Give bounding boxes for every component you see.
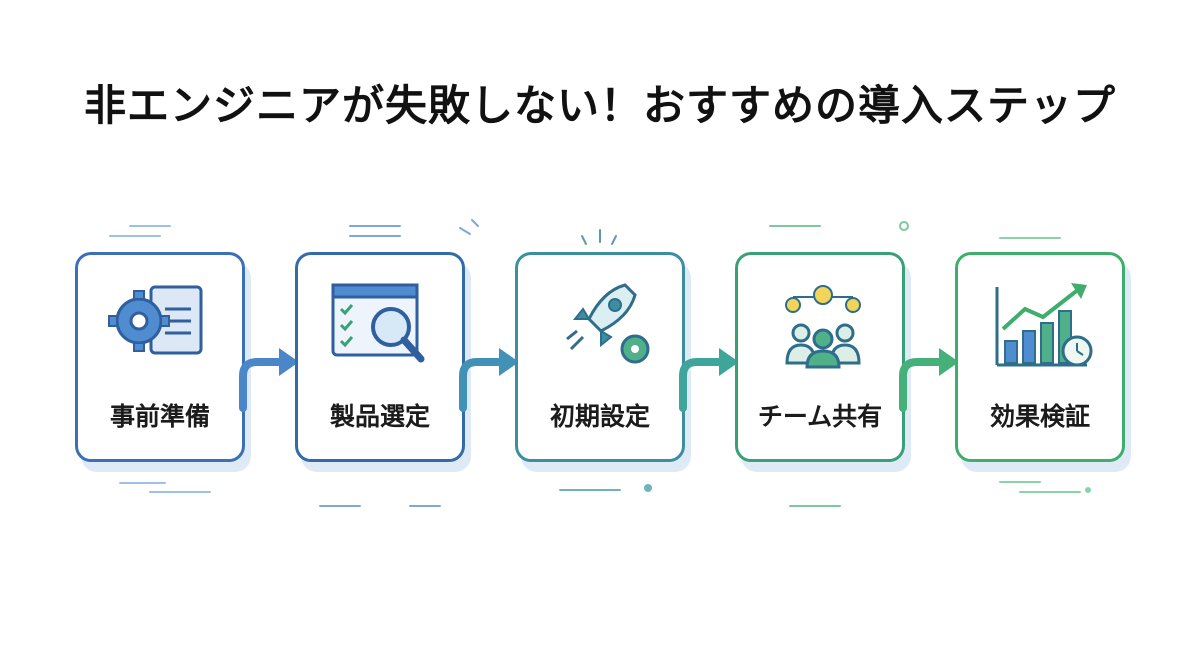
arrow-connector-2 bbox=[459, 348, 519, 412]
arrow-connector-4 bbox=[899, 348, 959, 412]
step-card-3: 初期設定 bbox=[515, 252, 685, 462]
step-card-2: 製品選定 bbox=[295, 252, 465, 462]
step-card-4: チーム共有 bbox=[735, 252, 905, 462]
gear-document-icon bbox=[108, 285, 203, 355]
arrow-connector-3 bbox=[679, 348, 739, 412]
step-label-4: チーム共有 bbox=[757, 402, 883, 431]
arrow-connector-1 bbox=[239, 348, 299, 412]
rocket-gear-icon bbox=[566, 283, 650, 364]
growth-chart-clock-icon bbox=[995, 283, 1093, 367]
step-card-1: 事前準備 bbox=[75, 252, 245, 462]
step-card-5: 効果検証 bbox=[955, 252, 1125, 462]
step-label-2: 製品選定 bbox=[329, 402, 430, 431]
step-label-1: 事前準備 bbox=[109, 402, 210, 431]
page-title: 非エンジニアが失敗しない！おすすめの導入ステップ bbox=[83, 81, 1116, 130]
step-label-3: 初期設定 bbox=[549, 402, 650, 431]
team-ideas-icon bbox=[785, 285, 861, 369]
checklist-magnifier-icon bbox=[331, 283, 425, 363]
step-label-5: 効果検証 bbox=[989, 402, 1090, 431]
